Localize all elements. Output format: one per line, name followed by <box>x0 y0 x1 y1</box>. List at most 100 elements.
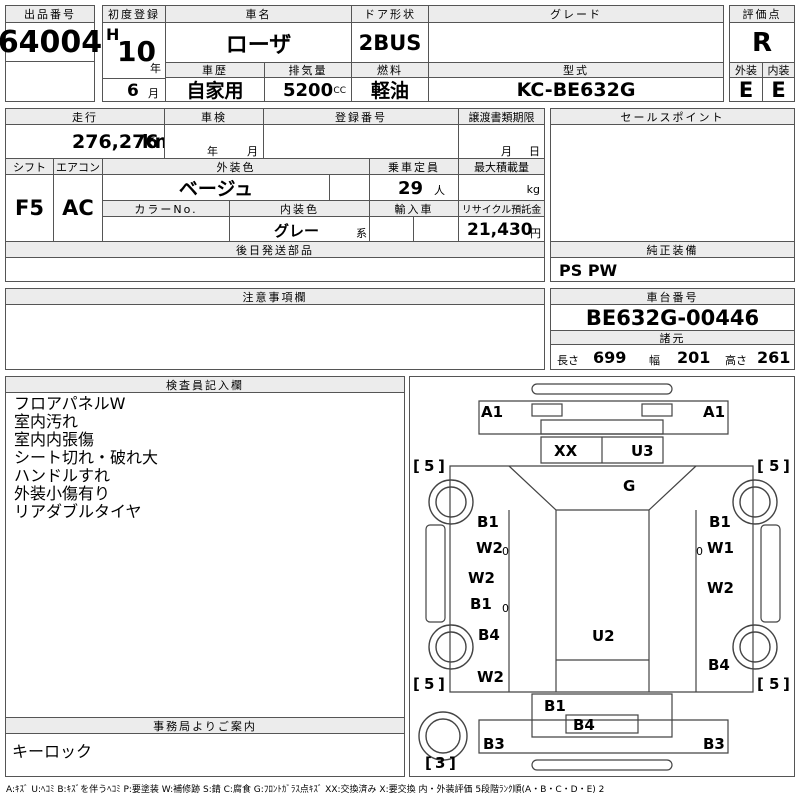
interior-grade: E <box>762 77 795 102</box>
equipment-header: 純正装備 <box>550 241 795 258</box>
sales-point <box>550 124 795 242</box>
front-panel-outline <box>478 400 729 435</box>
hood-outline <box>508 465 697 511</box>
aircon-header: エアコン <box>53 158 103 175</box>
later-parts-header: 後日発送部品 <box>5 241 545 258</box>
inspector-note-line: フロアパネルW <box>14 394 126 413</box>
shift-header: シフト <box>5 158 54 175</box>
first-registration-header: 初度登録 <box>102 5 166 23</box>
era-label: H <box>106 25 120 44</box>
interior-color-cell: グレー 系 <box>229 216 370 242</box>
vehicle-diagram-box: A1 A1 XX U3 G B1 W2 W2 B1 B4 W2 B1 W1 W2… <box>409 376 795 777</box>
tire-bracket-rl: [ <box>413 675 420 693</box>
inspection-year-unit: 年 <box>207 145 218 158</box>
registration-year: 10 <box>117 35 156 68</box>
grade-header: グレード <box>428 5 724 23</box>
inspector-note-line: リアダブルタイヤ <box>14 502 142 521</box>
notes <box>5 304 545 370</box>
color-number-header: カラーNo. <box>102 200 230 217</box>
score: R <box>729 22 795 63</box>
tire-bracket-fl: [ <box>413 457 420 475</box>
capacity: 29 <box>398 178 424 199</box>
height: 261 <box>757 348 791 367</box>
interior-grade-header: 内装 <box>762 62 795 78</box>
lot-number: 64004 <box>0 22 102 62</box>
height-label: 高さ <box>725 354 747 367</box>
displacement-cell: 5200 CC <box>264 77 352 102</box>
tire-tread-fr: 5 <box>769 457 779 475</box>
equipment-cell: PS PW <box>550 257 795 282</box>
rear-panel-outline <box>531 693 673 738</box>
tire-bracket-fr: [ <box>757 457 764 475</box>
inspector-note-line: 室内汚れ <box>14 412 79 431</box>
later-parts <box>5 257 545 282</box>
door-type-header: ドア形状 <box>351 5 429 23</box>
door-type: 2BUS <box>351 22 429 63</box>
model: KC-BE632G <box>428 77 724 102</box>
history: 自家用 <box>165 77 265 102</box>
history-header: 車歴 <box>165 62 265 78</box>
inspector-notes-header: 検査員記入欄 <box>6 377 404 393</box>
registration-number <box>263 124 459 159</box>
tire-bracket-rr-close: ] <box>783 675 790 693</box>
code-small-left-top: 0 <box>502 545 509 558</box>
code-windshield-right: U3 <box>631 442 654 460</box>
rear-plate-outline <box>565 714 639 734</box>
tire-bracket-fl-close: ] <box>438 457 445 475</box>
max-load-unit: kg <box>526 183 540 196</box>
code-roof: U2 <box>592 627 615 645</box>
width: 201 <box>677 348 711 367</box>
code-rear-left: B3 <box>483 735 505 753</box>
front-bumper-outline <box>531 383 673 395</box>
inspector-notes: フロアパネルW 室内汚れ 室内内張傷 シート切れ・破れ大 ハンドルすれ 外装小傷… <box>14 395 158 521</box>
office-notice-box: 事務局よりご案内 キーロック <box>5 717 405 777</box>
tire-bracket-spare-close: ] <box>449 754 456 772</box>
code-hood: G <box>623 477 635 495</box>
import-cell-b <box>413 216 459 242</box>
code-small-right: 0 <box>696 545 703 558</box>
color-number <box>102 216 230 242</box>
first-registration-month-cell: 6 月 <box>102 78 166 102</box>
code-windshield-left: XX <box>554 442 578 460</box>
max-load-header: 最大積載量 <box>458 158 545 175</box>
capacity-header: 乗車定員 <box>369 158 459 175</box>
front-grille-outline <box>540 419 664 435</box>
transfer-month-unit: 月 <box>501 145 512 158</box>
inspection-cell: 年 月 <box>164 124 264 159</box>
mileage: 276,276 <box>72 131 159 153</box>
code-left-w2-mid: W2 <box>468 569 495 587</box>
notes-header: 注意事項欄 <box>5 288 545 305</box>
recycle-deposit-header: リサイクル預託金 <box>458 200 545 217</box>
score-header: 評価点 <box>729 5 795 23</box>
code-right-w1: W1 <box>707 539 734 557</box>
recycle-deposit-unit: 円 <box>530 227 541 240</box>
windshield-outline <box>540 436 664 464</box>
length: 699 <box>593 348 627 367</box>
fuel-header: 燃料 <box>351 62 429 78</box>
displacement-header: 排気量 <box>264 62 352 78</box>
dimensions-cell: 長さ 699 幅 201 高さ 261 <box>550 344 795 370</box>
exterior-color-header: 外装色 <box>102 158 370 175</box>
transfer-day-unit: 日 <box>529 145 540 158</box>
office-notice-header: 事務局よりご案内 <box>6 718 404 734</box>
code-rear-b1: B1 <box>544 697 566 715</box>
tire-bracket-fr-close: ] <box>783 457 790 475</box>
month-unit: 月 <box>148 87 159 100</box>
displacement-unit: CC <box>333 86 346 96</box>
left-sidebar-outline <box>425 524 446 623</box>
exterior-color: ベージュ <box>102 174 330 201</box>
recycle-deposit: 21,430 <box>467 220 533 240</box>
code-left-w2-top: W2 <box>476 539 503 557</box>
registration-number-header: 登録番号 <box>263 108 459 125</box>
displacement: 5200 <box>283 80 334 101</box>
inspection-header: 車検 <box>164 108 264 125</box>
inspector-note-line: 室内内張傷 <box>14 430 95 449</box>
inspector-note-line: シート切れ・破れ大 <box>14 448 159 467</box>
code-left-b1-top: B1 <box>477 513 499 531</box>
code-left-w2-bot: W2 <box>477 668 504 686</box>
chassis-number: BE632G-00446 <box>550 304 795 331</box>
exterior-color-extra <box>329 174 370 201</box>
code-rear-right: B3 <box>703 735 725 753</box>
code-front-right: A1 <box>703 403 725 421</box>
transfer-deadline-header: 譲渡書類期限 <box>458 108 545 125</box>
